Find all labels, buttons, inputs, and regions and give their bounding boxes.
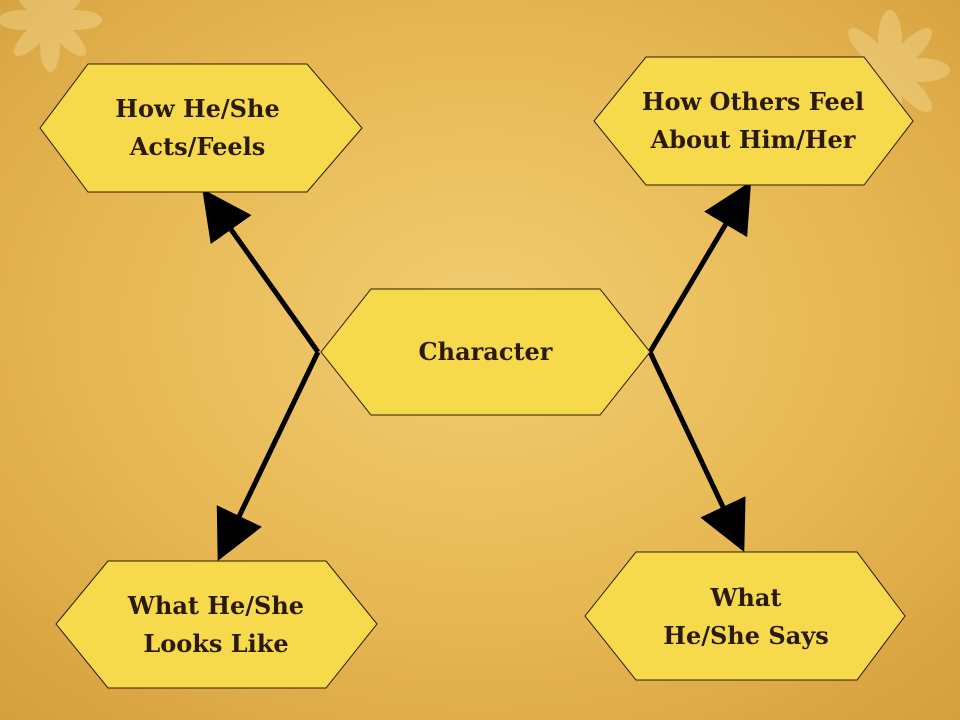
hexagon-top-left [39, 63, 363, 193]
hexagon-bottom-left [55, 560, 378, 689]
hexagon-top-right [593, 56, 914, 186]
hexagon-center [320, 288, 651, 416]
arrow-to-others-feel [647, 181, 752, 354]
decorative-flower-left-icon [0, 0, 102, 72]
node-text-line: Looks Like [143, 629, 289, 658]
node-label-top-right: How Others Feel About Him/Her [600, 83, 906, 159]
node-text-line: Acts/Feels [129, 132, 266, 161]
arrow-to-says [647, 350, 746, 553]
node-label-bottom-right: What He/She Says [600, 579, 892, 655]
node-label-bottom-left: What He/She Looks Like [66, 587, 366, 663]
node-label-top-left: How He/She Acts/Feels [88, 90, 307, 166]
node-text-line: About Him/Her [650, 125, 856, 154]
node-label-center: Character [371, 333, 600, 371]
node-text-line: He/She Says [663, 621, 829, 650]
node-text-line: What [710, 583, 782, 612]
arrow-to-acts-feels [202, 188, 321, 354]
node-text-line: How Others Feel [641, 87, 865, 116]
node-text-line: Character [418, 337, 553, 366]
hexagon-bottom-right [584, 551, 906, 681]
node-text-line: How He/She [115, 94, 280, 123]
arrow-to-looks-like [216, 350, 321, 562]
node-text-line: What He/She [127, 591, 305, 620]
